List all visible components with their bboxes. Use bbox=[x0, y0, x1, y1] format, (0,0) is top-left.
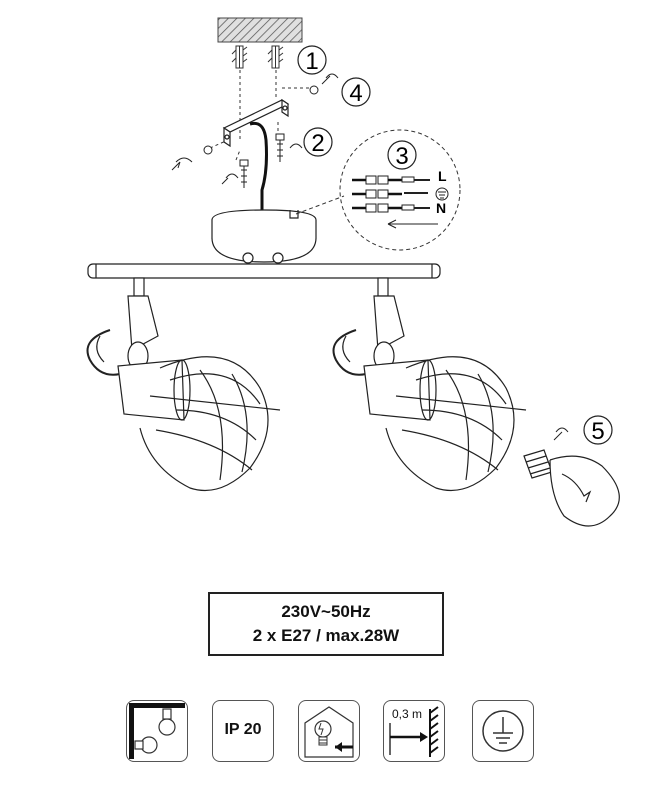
step-1-callout: 1 bbox=[297, 45, 327, 75]
step-5-callout: 5 bbox=[583, 415, 613, 445]
step-3-callout: 3 bbox=[387, 140, 417, 170]
bulb-replacement-icon bbox=[298, 700, 360, 762]
spotlight-bar bbox=[87, 263, 441, 297]
svg-text:2: 2 bbox=[311, 130, 324, 157]
voltage-spec: 230V~50Hz bbox=[281, 602, 371, 621]
step-2-callout: 2 bbox=[303, 127, 333, 157]
assembly-diagram: L N bbox=[86, 17, 620, 527]
min-distance-label: 0,3 m bbox=[392, 707, 423, 721]
ip-rating-icon: IP 20 bbox=[212, 700, 274, 762]
svg-text:5: 5 bbox=[591, 418, 604, 445]
bulb-spec: 2 x E27 / max.28W bbox=[252, 626, 400, 645]
ceiling-wall-mount-icon bbox=[126, 700, 188, 762]
step-4-callout: 4 bbox=[341, 77, 371, 107]
guide-lines bbox=[209, 70, 316, 161]
mounting-bracket bbox=[222, 98, 290, 148]
electrical-specs: 230V~50Hz 2 x E27 / max.28W bbox=[208, 592, 444, 656]
spotlight-left bbox=[86, 295, 281, 492]
svg-text:1: 1 bbox=[305, 48, 318, 75]
spotlight-right bbox=[332, 295, 527, 492]
svg-text:3: 3 bbox=[395, 143, 408, 170]
ceiling bbox=[217, 17, 303, 43]
live-terminal-label: L bbox=[438, 168, 447, 184]
rotation-arrows bbox=[171, 73, 569, 441]
wiring-detail: L N bbox=[295, 129, 461, 251]
neutral-terminal-label: N bbox=[436, 200, 446, 216]
bracket-screws bbox=[203, 85, 319, 188]
ip-rating-label: IP 20 bbox=[224, 721, 262, 738]
canopy bbox=[211, 209, 317, 264]
supply-cable bbox=[249, 121, 268, 212]
svg-text:4: 4 bbox=[349, 80, 362, 107]
e27-bulb bbox=[523, 449, 620, 527]
earth-ground-icon bbox=[472, 700, 534, 762]
wall-plugs bbox=[231, 45, 284, 69]
min-distance-icon: 0,3 m bbox=[383, 700, 445, 762]
